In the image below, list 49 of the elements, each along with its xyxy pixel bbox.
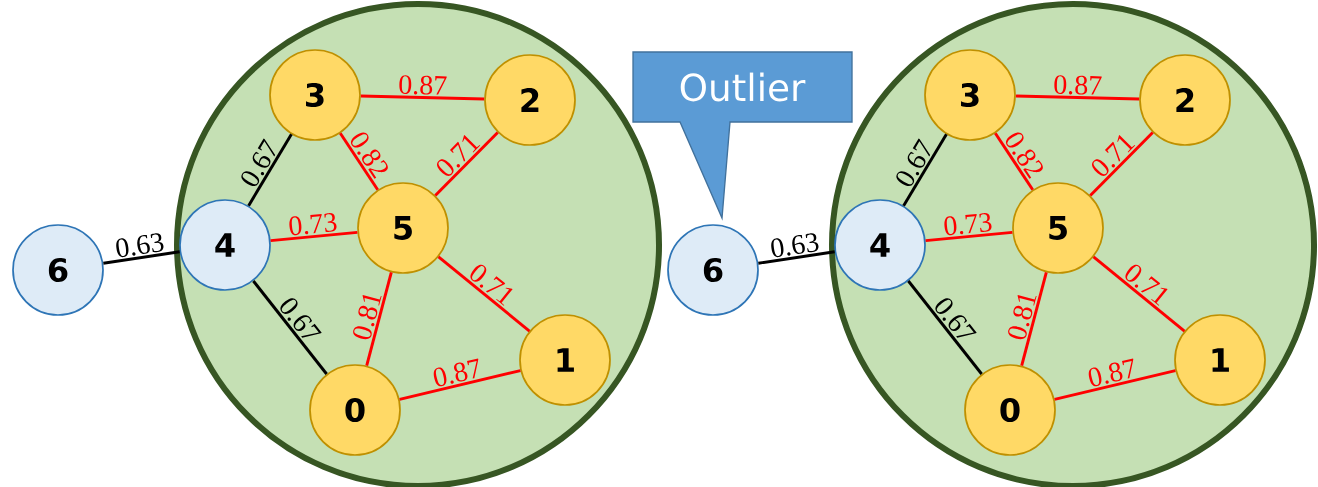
edge bbox=[1020, 271, 1048, 367]
edge bbox=[1092, 255, 1186, 333]
edge bbox=[994, 132, 1034, 191]
edge bbox=[247, 133, 293, 207]
edge bbox=[907, 280, 983, 375]
edge bbox=[758, 250, 835, 265]
graph-node: 0 bbox=[309, 364, 401, 456]
edge bbox=[339, 132, 379, 191]
graph-node: 0 bbox=[964, 364, 1056, 456]
edge-label: 0.63 bbox=[116, 233, 164, 258]
graph-node: 4 bbox=[834, 199, 926, 291]
edge-label: 0.87 bbox=[1088, 358, 1134, 387]
edge-label: 0.73 bbox=[289, 213, 337, 236]
edge bbox=[1089, 131, 1154, 197]
edge bbox=[103, 250, 180, 265]
edge-label: 0.87 bbox=[1054, 75, 1102, 95]
edge-label: 0.71 bbox=[1125, 264, 1168, 306]
edge bbox=[1015, 94, 1140, 101]
edge bbox=[399, 369, 521, 401]
edge-label: 0.71 bbox=[1092, 135, 1136, 176]
graph-node: 6 bbox=[667, 224, 759, 316]
edge bbox=[270, 230, 358, 243]
edge bbox=[1054, 369, 1176, 401]
edge-label: 0.63 bbox=[771, 233, 819, 258]
graph-node: 1 bbox=[1174, 314, 1266, 406]
graph-node: 5 bbox=[357, 182, 449, 274]
edge bbox=[925, 230, 1013, 243]
edge-label: 0.81 bbox=[353, 295, 382, 340]
edge-label: 0.87 bbox=[433, 358, 479, 387]
edge bbox=[434, 131, 499, 197]
edge bbox=[360, 94, 485, 101]
graph-node: 1 bbox=[519, 314, 611, 406]
graph-node: 2 bbox=[484, 54, 576, 146]
graph-node: 2 bbox=[1139, 54, 1231, 146]
edge-label: 0.73 bbox=[944, 213, 992, 236]
edge-label: 0.71 bbox=[470, 264, 513, 306]
edge-label: 0.67 bbox=[280, 298, 322, 338]
graph-node: 6 bbox=[12, 224, 104, 316]
edge-label: 0.87 bbox=[399, 75, 447, 95]
edge bbox=[252, 280, 328, 375]
edge bbox=[437, 255, 531, 333]
graph-node: 4 bbox=[179, 199, 271, 291]
edge bbox=[365, 271, 393, 367]
edge-label: 0.81 bbox=[1008, 295, 1037, 340]
graph-node: 5 bbox=[1012, 182, 1104, 274]
edge-label: 0.67 bbox=[935, 298, 977, 338]
edge-label: 0.71 bbox=[437, 135, 481, 176]
edge bbox=[902, 133, 948, 207]
callout-box: Outlier bbox=[632, 51, 853, 221]
